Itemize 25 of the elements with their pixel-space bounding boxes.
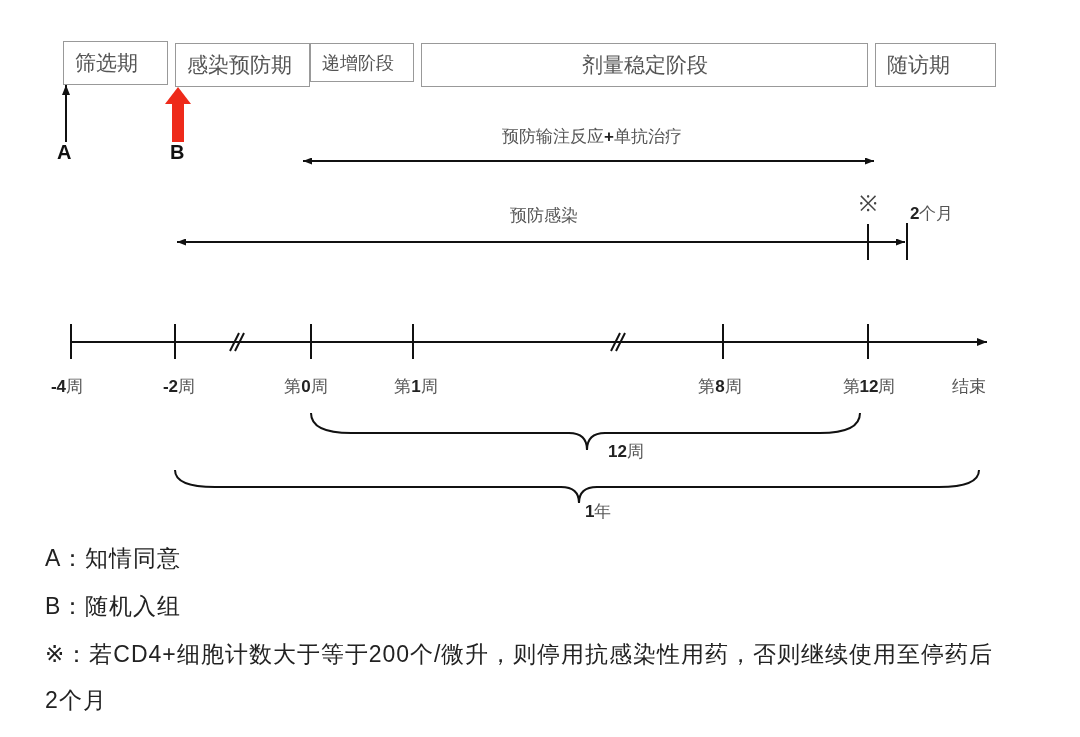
- tick-label: 第8周: [698, 377, 742, 397]
- tick-label: 第12周: [842, 377, 896, 397]
- footnote: A：知情同意: [45, 544, 182, 573]
- tick-label: -2周: [162, 377, 196, 397]
- tick-label: 第0周: [284, 377, 328, 397]
- phase-box: 随访期: [875, 43, 996, 87]
- marker-letter: A: [57, 142, 72, 162]
- duration-label: 2个月: [910, 204, 954, 224]
- range-label: 预防输注反应+单抗治疗: [502, 127, 682, 147]
- footnote: B：随机入组: [45, 592, 182, 621]
- marker-letter: B: [170, 142, 185, 162]
- range-label: 预防感染: [510, 206, 578, 226]
- tick-label: -4周: [50, 377, 84, 397]
- tick-label: 第1周: [394, 377, 438, 397]
- reference-mark: ※: [859, 191, 877, 217]
- footnote: ※：若CD4+细胞计数大于等于200个/微升，则停用抗感染性用药，否则继续使用至停药后2个月: [45, 640, 995, 715]
- arrow: [62, 84, 70, 143]
- phase-box: 递增阶段: [310, 43, 414, 82]
- phase-box: 筛选期: [63, 41, 168, 85]
- phase-box: 剂量稳定阶段: [421, 43, 868, 87]
- arrow: [165, 87, 191, 142]
- brace-label: 1年: [585, 502, 612, 522]
- tick-label: 结束: [952, 377, 986, 397]
- phase-box: 感染预防期: [175, 43, 310, 87]
- brace-label: 12周: [608, 442, 644, 462]
